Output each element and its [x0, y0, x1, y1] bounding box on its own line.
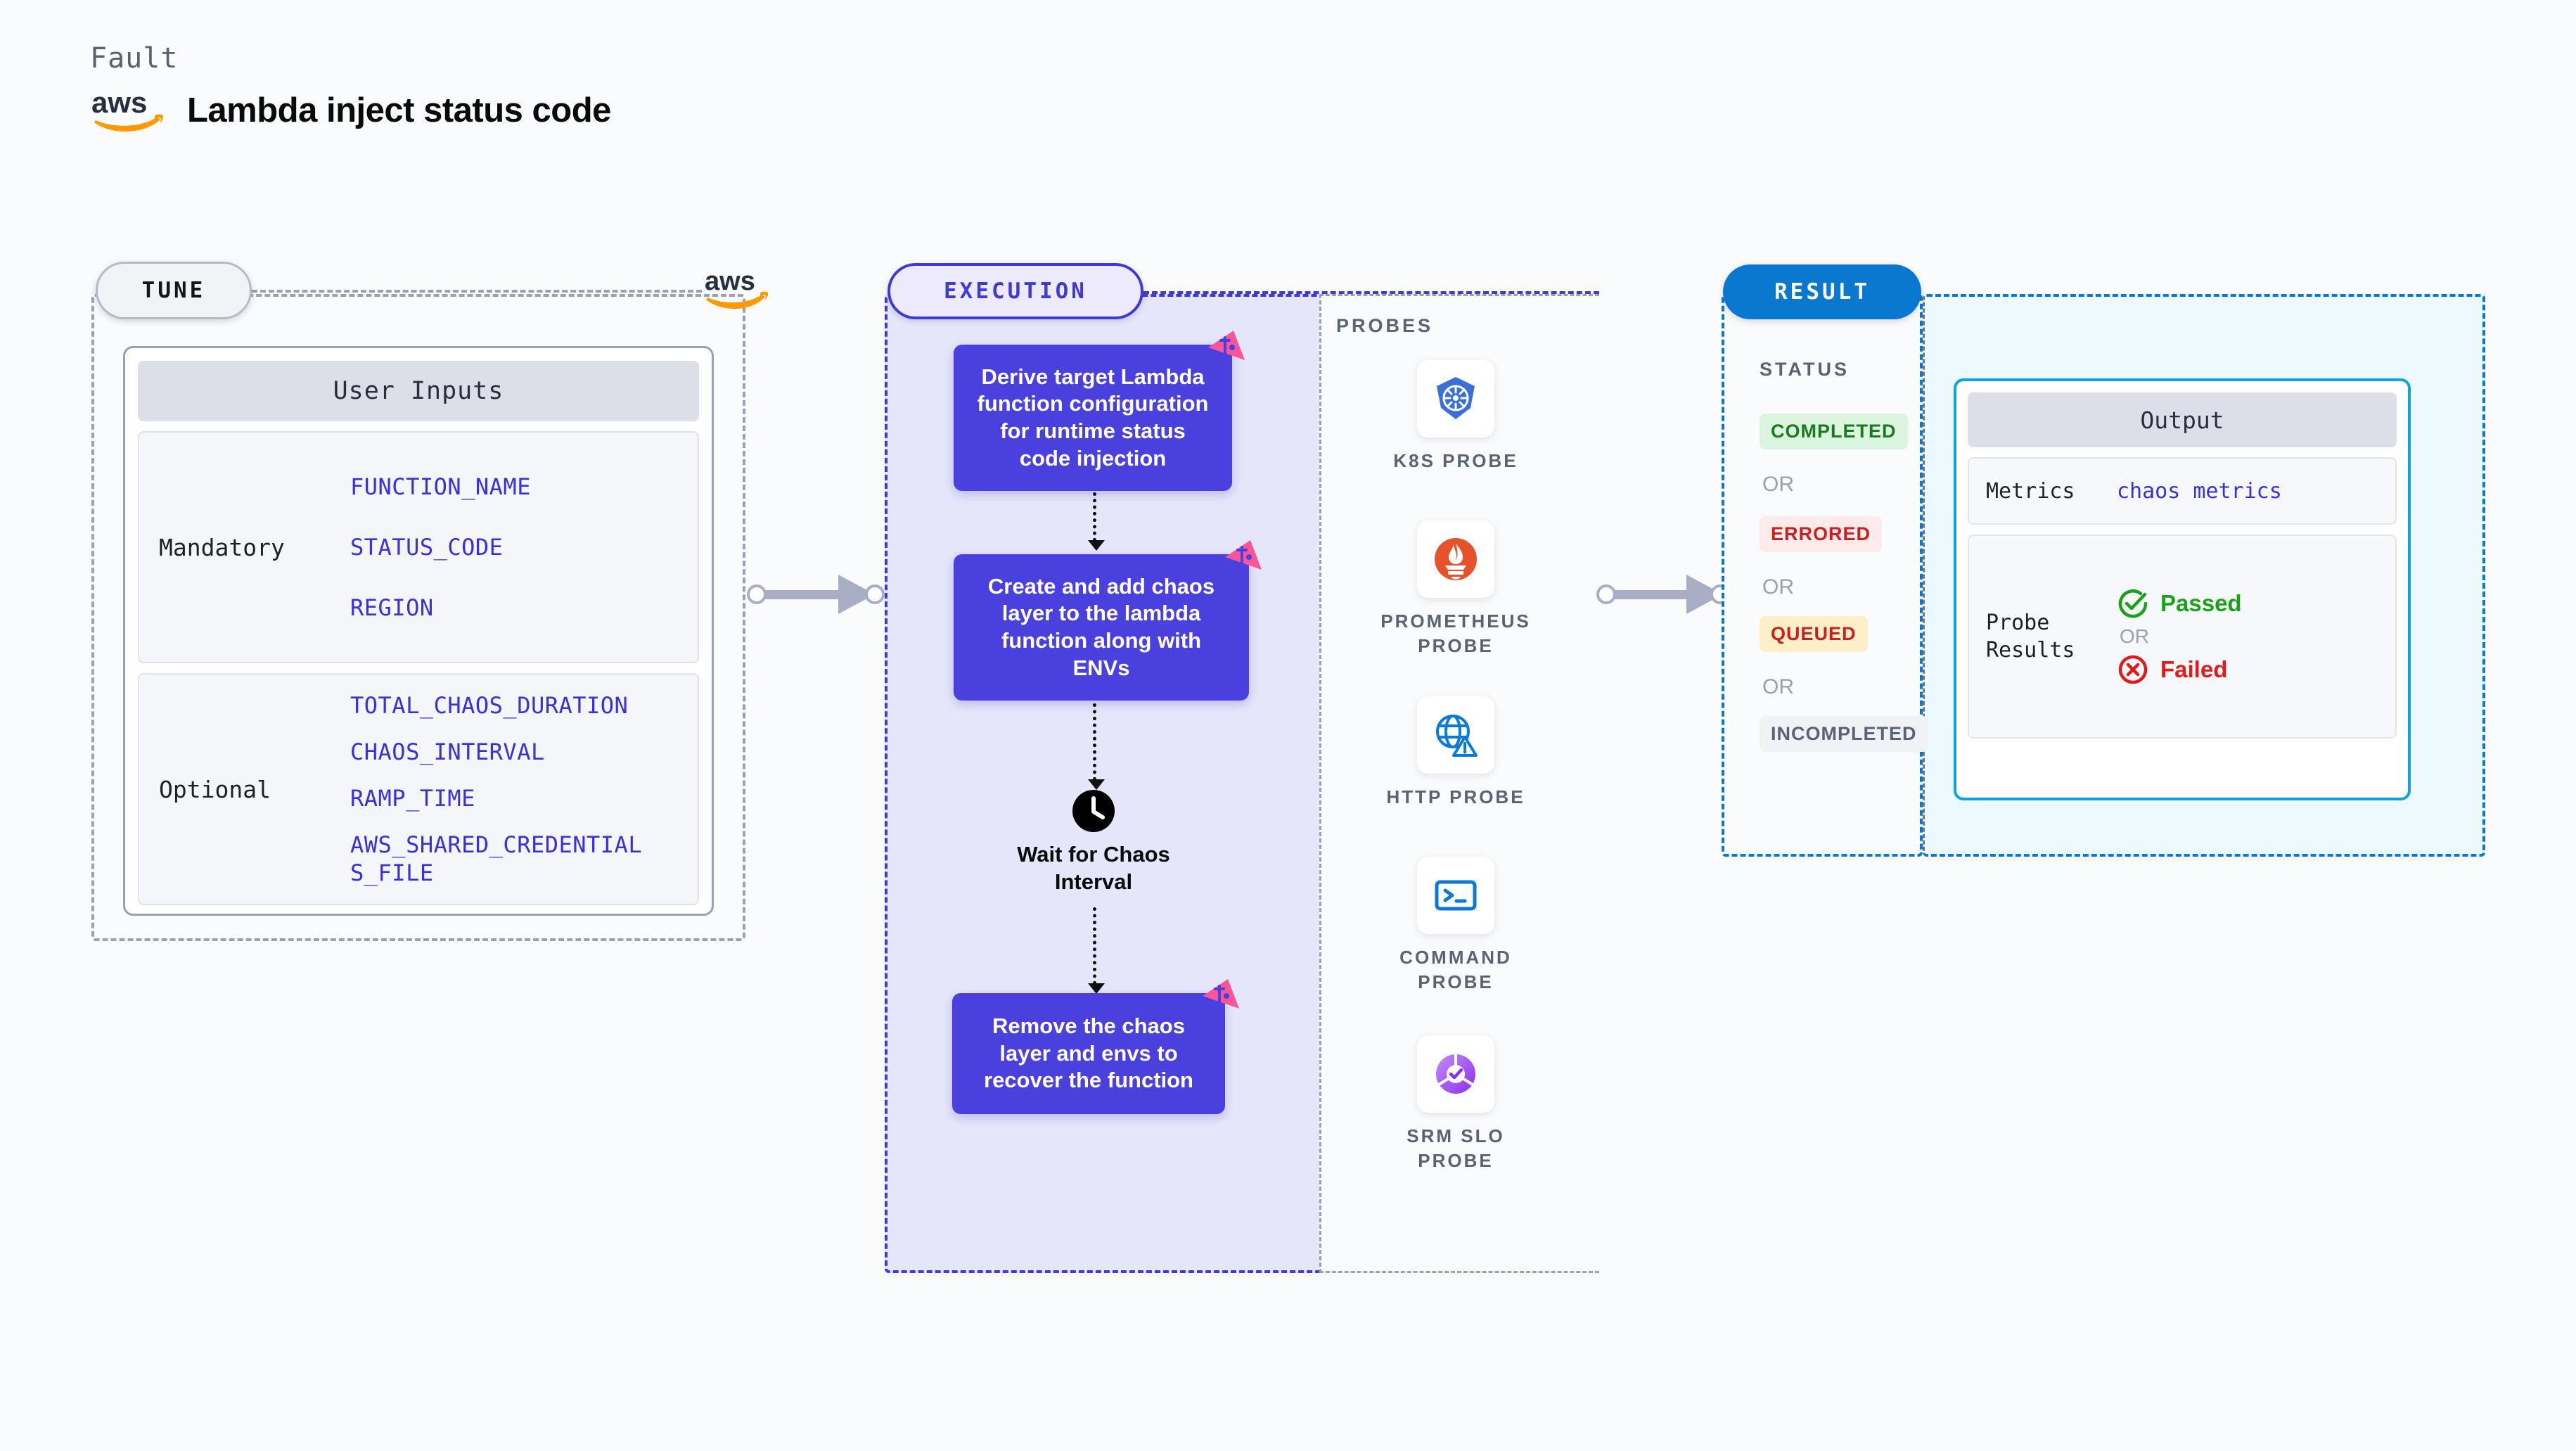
probe-label: HTTP PROBE: [1386, 786, 1525, 807]
or-separator: OR: [2120, 625, 2149, 647]
probes-section-label: PROBES: [1336, 315, 1434, 336]
output-card: Output Metrics chaos metrics Probe Resul…: [1954, 378, 2411, 800]
input-var: TOTAL_CHAOS_DURATION: [350, 692, 629, 719]
tune-pill-label: TUNE: [96, 262, 252, 319]
input-var: CHAOS_INTERVAL: [350, 739, 545, 765]
aws-logo: aws: [91, 86, 164, 132]
flow-arrow: [1088, 703, 1105, 790]
execution-step: Derive target Lambda function configurat…: [954, 345, 1232, 491]
probe-item-k8s[interactable]: K8S PROBE: [1368, 360, 1544, 473]
terminal-icon: [1435, 880, 1477, 911]
status-badge-completed: COMPLETED: [1760, 414, 1908, 449]
input-var: AWS_SHARED_CREDENTIALS_FILE: [350, 831, 643, 886]
tune-connector-dash: [252, 290, 702, 293]
execution-pill-label: EXECUTION: [887, 263, 1143, 319]
optional-inputs-group: Optional TOTAL_CHAOS_DURATION CHAOS_INTE…: [138, 673, 699, 905]
probe-tile: [1417, 520, 1494, 598]
output-probe-results-row: Probe Results Passed OR Failed: [1968, 535, 2397, 739]
status-section-label: STATUS: [1760, 359, 1850, 380]
output-title: Output: [1968, 392, 2397, 447]
input-var: REGION: [350, 594, 434, 621]
prometheus-icon: [1435, 538, 1477, 580]
output-metrics-row: Metrics chaos metrics: [1968, 457, 2397, 525]
optional-label: Optional: [159, 775, 271, 803]
metrics-value: chaos metrics: [2117, 478, 2282, 504]
kubernetes-icon: [1437, 377, 1475, 419]
flow-arrow: [1088, 907, 1105, 994]
probe-label: K8S PROBE: [1393, 450, 1518, 471]
status-badge-queued: QUEUED: [1760, 616, 1868, 652]
result-status-border: [1722, 294, 1923, 857]
page-title: Lambda inject status code: [187, 91, 611, 129]
execution-step: Create and add chaos layer to the lambda…: [954, 554, 1249, 701]
fault-label: Fault: [90, 42, 179, 75]
passed-label: Passed: [2160, 590, 2242, 616]
probe-item-prometheus[interactable]: PROMETHEUS PROBE: [1368, 520, 1544, 658]
mandatory-inputs-group: Mandatory FUNCTION_NAME STATUS_CODE REGI…: [138, 431, 699, 663]
failed-label: Failed: [2160, 656, 2228, 682]
check-circle-icon: [2118, 589, 2148, 618]
probe-label: PROMETHEUS PROBE: [1380, 611, 1531, 657]
probe-result-failed: Failed: [2117, 653, 2242, 686]
aws-logo-small-icon: aws: [705, 267, 769, 309]
result-pill-label: RESULT: [1723, 264, 1921, 319]
or-separator: OR: [1762, 675, 1794, 698]
flow-arrow: [1088, 492, 1105, 551]
x-circle-icon: [2118, 655, 2148, 684]
probe-result-passed: Passed: [2117, 587, 2242, 620]
execution-connector-dash: [1143, 291, 1599, 294]
execution-step: Remove the chaos layer and envs to recov…: [952, 993, 1225, 1114]
page-header: Fault aws Lambda inject status code: [90, 42, 611, 136]
status-badge-errored: ERRORED: [1760, 516, 1883, 552]
connector-tune-to-execution: [747, 575, 885, 614]
probe-item-http[interactable]: HTTP PROBE: [1368, 696, 1544, 810]
result-status-panel: [1722, 294, 1923, 857]
probe-results-key: Probe Results: [1986, 611, 2075, 663]
status-badge-incompleted: INCOMPLETED: [1760, 716, 1928, 752]
metrics-key: Metrics: [1986, 478, 2075, 504]
probe-tile: [1417, 696, 1494, 774]
probe-tile: [1417, 857, 1494, 934]
probe-item-command[interactable]: COMMAND PROBE: [1368, 857, 1544, 995]
srm-slo-icon: [1436, 1054, 1475, 1094]
probe-label: COMMAND PROBE: [1399, 947, 1512, 993]
clock-icon: [1072, 790, 1115, 832]
input-var: STATUS_CODE: [350, 534, 504, 561]
probe-tile: [1417, 360, 1494, 437]
probe-label: SRM SLO PROBE: [1406, 1125, 1505, 1172]
or-separator: OR: [1762, 575, 1794, 599]
svg-text:aws: aws: [91, 86, 147, 119]
connector-execution-to-result: [1596, 575, 1730, 614]
user-inputs-title: User Inputs: [138, 361, 699, 421]
mandatory-label: Mandatory: [159, 533, 285, 561]
input-var: FUNCTION_NAME: [350, 473, 531, 500]
input-var: RAMP_TIME: [350, 785, 475, 812]
wait-for-chaos-interval-label: Wait for Chaos Interval: [1017, 842, 1170, 894]
http-globe-icon: [1436, 715, 1478, 757]
probe-item-srm-slo[interactable]: SRM SLO PROBE: [1368, 1035, 1544, 1173]
user-inputs-card: User Inputs Mandatory FUNCTION_NAME STAT…: [123, 346, 714, 916]
svg-text:aws: aws: [705, 267, 755, 296]
probes-subpanel: [1319, 294, 1599, 1273]
or-separator: OR: [1762, 473, 1794, 496]
probe-tile: [1417, 1035, 1494, 1113]
